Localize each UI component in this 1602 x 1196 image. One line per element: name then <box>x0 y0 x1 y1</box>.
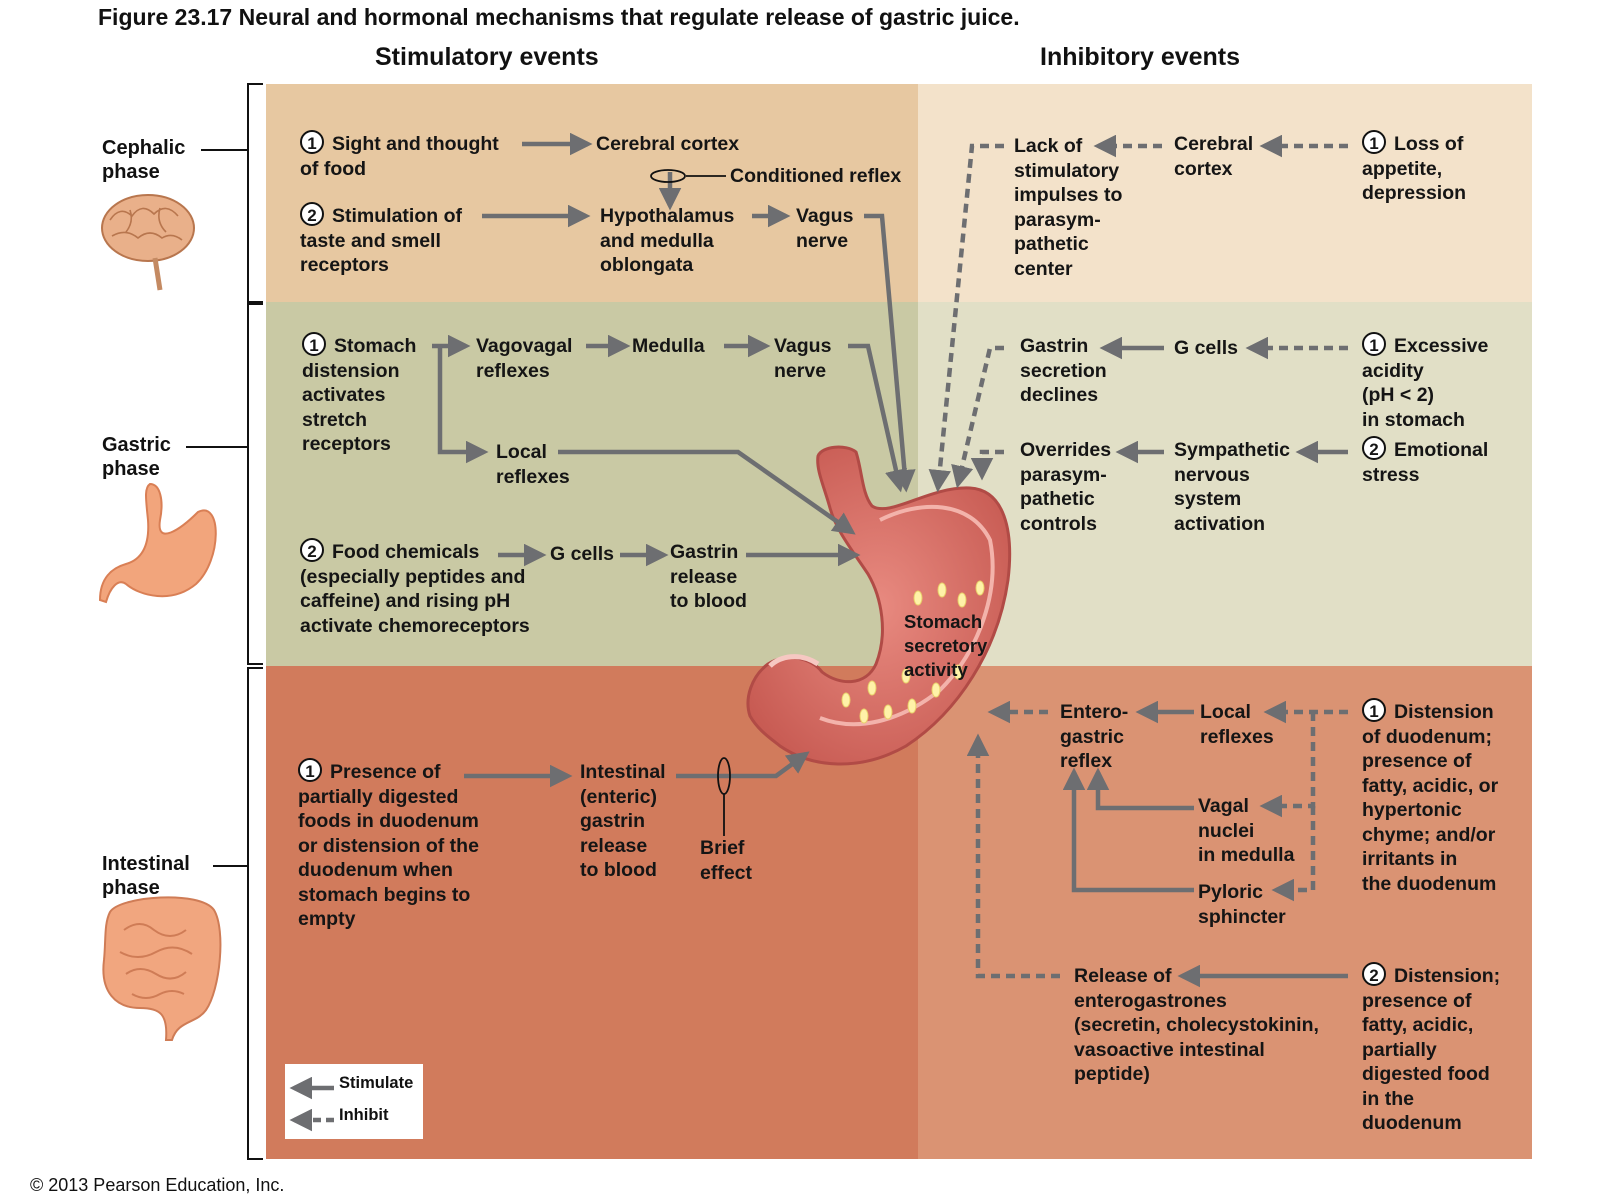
overrides-parasympathetic: Overrides parasym- pathetic controls <box>1020 439 1112 535</box>
stimulate-arrows <box>432 132 916 788</box>
sight-and-thought-text: Sight and thought of food <box>300 133 499 180</box>
local-reflexes-intestinal: Local reflexes <box>1200 701 1274 748</box>
sympathetic-activation: Sympathetic nervous system activation <box>1174 439 1290 535</box>
copyright-notice: © 2013 Pearson Education, Inc. <box>30 1175 285 1195</box>
pyloric-sphincter-label: Pyloric sphincter <box>1198 881 1286 928</box>
lack-of-stimulatory-impulses: Lack of stimulatory impulses to parasym-… <box>1014 135 1123 280</box>
legend-inhibit: Inhibit <box>339 1106 389 1124</box>
gastric-phase-label: Gastric phase <box>102 434 171 480</box>
vagal-nuclei-label: Vagal nuclei in medulla <box>1198 795 1295 866</box>
figure-title: Figure 23.17 Neural and hormonal mechani… <box>98 4 1020 30</box>
step-number-badge: 1 <box>1362 130 1386 154</box>
cephalic-inhib-band <box>918 84 1532 302</box>
step-number-badge: 1 <box>1362 698 1386 722</box>
g-cells-inhib: G cells <box>1174 337 1238 359</box>
loss-of-appetite-text: Loss of appetite, depression <box>1362 133 1467 204</box>
stomach-small-icon <box>98 482 217 604</box>
inhibit-arrows <box>928 134 1348 979</box>
taste-smell-text: Stimulation of taste and smell receptors <box>300 205 462 276</box>
vagovagal-reflexes: Vagovagal reflexes <box>476 335 573 382</box>
food-chemicals-text: Food chemicals (especially peptides and … <box>300 541 530 637</box>
medulla-label: Medulla <box>632 335 705 357</box>
cephalic-phase-label: Cephalic phase <box>102 137 186 183</box>
intestinal-inhib-band <box>918 666 1532 1159</box>
step-number-badge: 2 <box>300 538 324 562</box>
enterogastric-reflex: Entero- gastric reflex <box>1060 701 1129 772</box>
step-number-badge: 1 <box>302 332 326 356</box>
gastrin-release-label: Gastrin release to blood <box>670 541 747 612</box>
step-number-badge: 1 <box>300 130 324 154</box>
enterogastrones-label: Release of enterogastrones (secretin, ch… <box>1074 965 1319 1085</box>
intestines-icon <box>102 896 222 1041</box>
inhibit-arrows-solid <box>1062 336 1348 988</box>
step-number-badge: 1 <box>1362 332 1386 356</box>
cerebral-cortex-stim: Cerebral cortex <box>596 133 740 155</box>
inhibitory-events-header: Inhibitory events <box>1040 43 1241 71</box>
distension-presence-text: Distension; presence of fatty, acidic, p… <box>1362 965 1501 1134</box>
presence-of-food-text: Presence of partially digested foods in … <box>298 761 479 930</box>
g-cells-stim: G cells <box>550 543 614 565</box>
vagus-nerve-cephalic: Vagus nerve <box>796 205 854 252</box>
stomach-distension-text: Stomach distension activates stretch rec… <box>302 335 417 455</box>
brain-icon <box>101 194 195 291</box>
legend-stimulate: Stimulate <box>339 1074 414 1092</box>
cerebral-cortex-inhib: Cerebral cortex <box>1174 133 1254 180</box>
gastric-stim-band <box>266 302 918 666</box>
stomach-secretory-activity-label: Stomach secretory activity <box>904 611 988 680</box>
vagus-nerve-gastric: Vagus nerve <box>774 335 832 382</box>
cephalic-stim-band <box>266 84 918 302</box>
stomach-illustration <box>746 445 1012 766</box>
legend-box: Stimulate Inhibit <box>285 1064 423 1139</box>
local-reflexes-gastric: Local reflexes <box>496 441 570 488</box>
stimulatory-events-header: Stimulatory events <box>375 43 599 71</box>
reflex-markers <box>650 169 731 836</box>
excessive-acidity-text: Excessive acidity (pH < 2) in stomach <box>1362 335 1489 431</box>
step-number-badge: 2 <box>1362 436 1386 460</box>
step-number-badge: 1 <box>298 758 322 782</box>
step-number-badge: 2 <box>300 202 324 226</box>
gastrin-secretion-declines: Gastrin secretion declines <box>1020 335 1107 406</box>
step-number-badge: 2 <box>1362 962 1386 986</box>
hypothalamus-medulla-label: Hypothalamus and medulla oblongata <box>600 205 735 276</box>
emotional-stress-text: Emotional stress <box>1362 439 1489 486</box>
intestinal-phase-label: Intestinal phase <box>102 853 190 899</box>
intestinal-gastrin-release: Intestinal (enteric) gastrin release to … <box>580 761 666 881</box>
gastric-inhib-band <box>918 302 1532 666</box>
phase-brackets <box>186 83 263 1160</box>
distension-duodenum-text: Distension of duodenum; presence of fatt… <box>1362 701 1499 895</box>
conditioned-reflex-label: Conditioned reflex <box>730 165 902 187</box>
brief-effect-label: Brief effect <box>700 837 753 884</box>
